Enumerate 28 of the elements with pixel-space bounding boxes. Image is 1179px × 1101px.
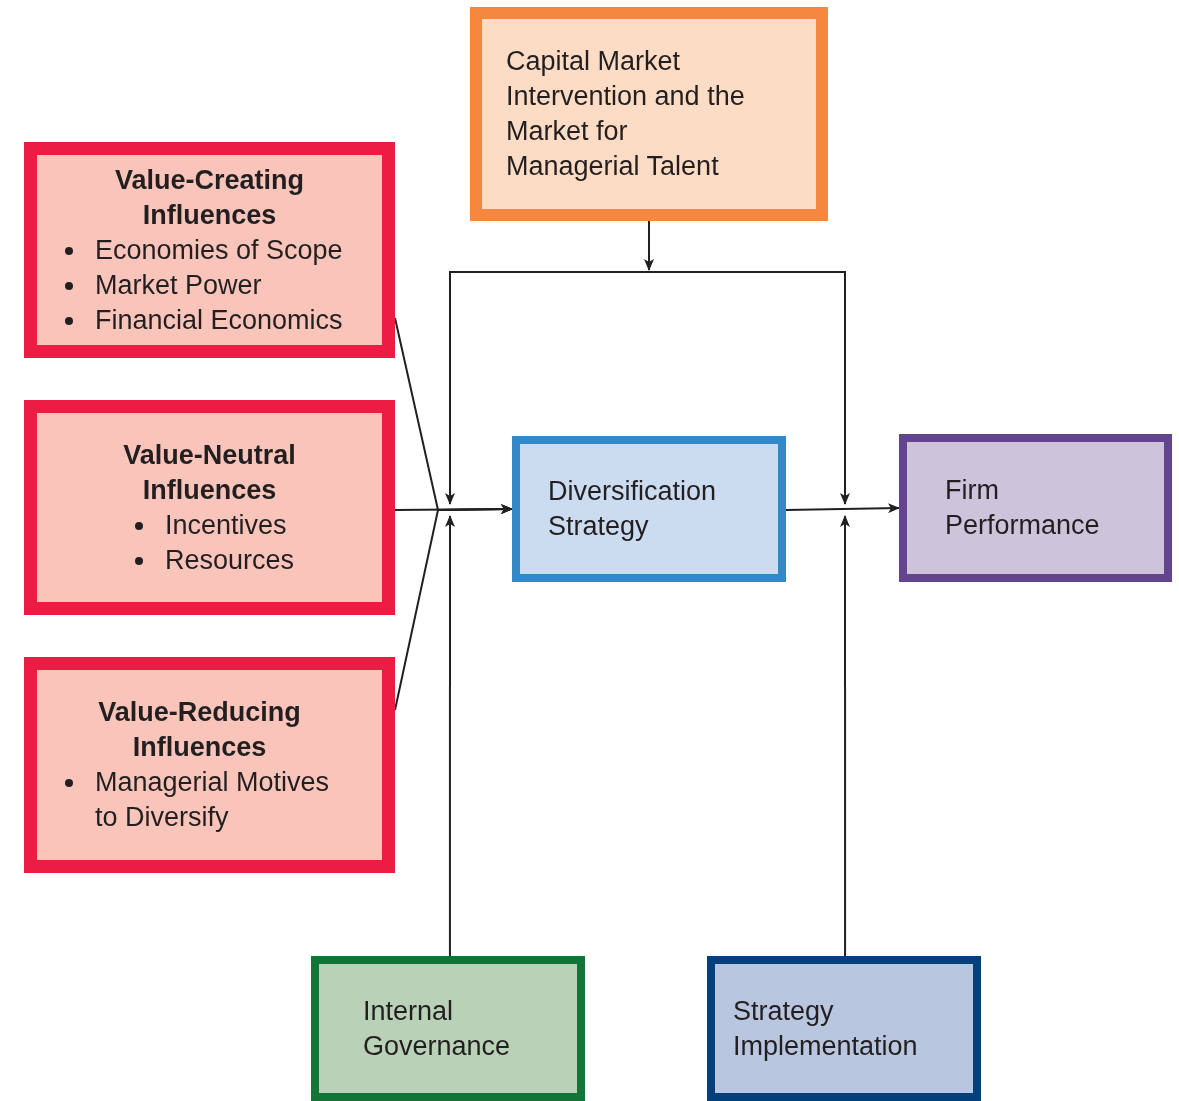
box-label: Diversification Strategy xyxy=(548,475,718,543)
bullet-item: Market Power xyxy=(47,267,372,303)
box-label: Strategy Implementation xyxy=(733,994,919,1063)
process-box xyxy=(512,436,786,582)
process-box xyxy=(899,434,1172,582)
box-heading: Value-Creating Influences xyxy=(113,163,306,232)
box-heading: Value-Neutral Influences xyxy=(122,438,297,507)
bullet-item: Incentives xyxy=(97,507,322,543)
process-box xyxy=(470,7,828,221)
bullet-item: Financial Economics xyxy=(47,302,372,338)
process-box xyxy=(24,657,395,873)
box-label: Capital Market Intervention and the Market for Managerial Talent xyxy=(506,45,746,183)
moderating-arrow xyxy=(840,515,850,957)
moderating-arrow xyxy=(445,271,650,505)
process-box xyxy=(24,142,395,358)
process-box xyxy=(707,956,981,1101)
box-label: Internal Governance xyxy=(363,994,512,1063)
arrow xyxy=(644,220,654,271)
bullet-item: Managerial Motives to Diversify xyxy=(47,765,352,835)
arrow xyxy=(785,503,900,514)
bullet-item: Resources xyxy=(97,542,322,578)
moderating-arrow xyxy=(445,515,455,957)
process-box xyxy=(24,400,395,615)
moderating-arrow xyxy=(648,271,850,505)
box-heading: Value-Reducing Influences xyxy=(97,696,302,764)
process-box xyxy=(311,956,585,1101)
bullet-item: Economies of Scope xyxy=(47,232,372,268)
box-label: Firm Performance xyxy=(945,474,1101,542)
